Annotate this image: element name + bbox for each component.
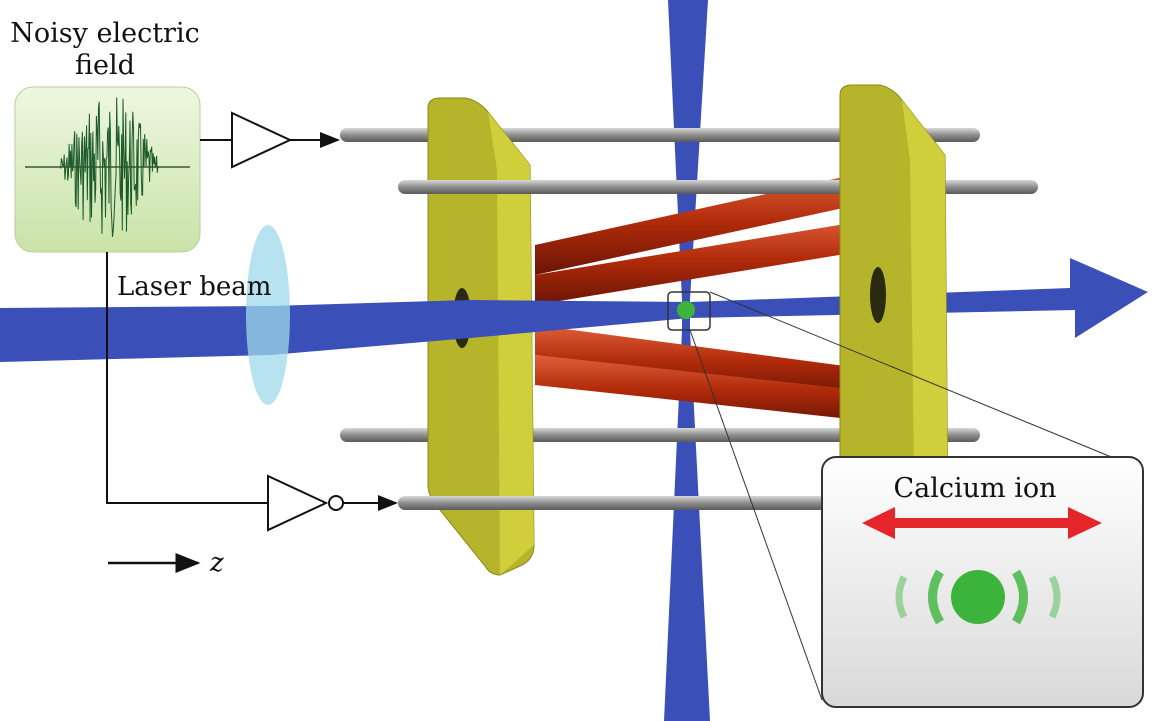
noise-title-line2: field <box>75 50 135 81</box>
rf-electrodes <box>535 170 905 425</box>
lens <box>246 225 290 405</box>
ion-inset: Calcium ion <box>821 456 1144 708</box>
noise-trace <box>59 97 159 237</box>
ion-zoom-box <box>667 291 711 331</box>
noise-title-line1: Noisy electric <box>10 18 199 49</box>
calcium-ion-label: Calcium ion <box>893 473 1056 504</box>
laser-beam-label: Laser beam <box>117 272 271 302</box>
red-double-arrow <box>862 507 1102 539</box>
noise-source-box <box>14 86 201 253</box>
rod-front-bottom <box>398 496 828 510</box>
calcium-ion <box>677 301 695 319</box>
z-axis-label: z <box>209 548 224 578</box>
wiring <box>106 111 398 532</box>
